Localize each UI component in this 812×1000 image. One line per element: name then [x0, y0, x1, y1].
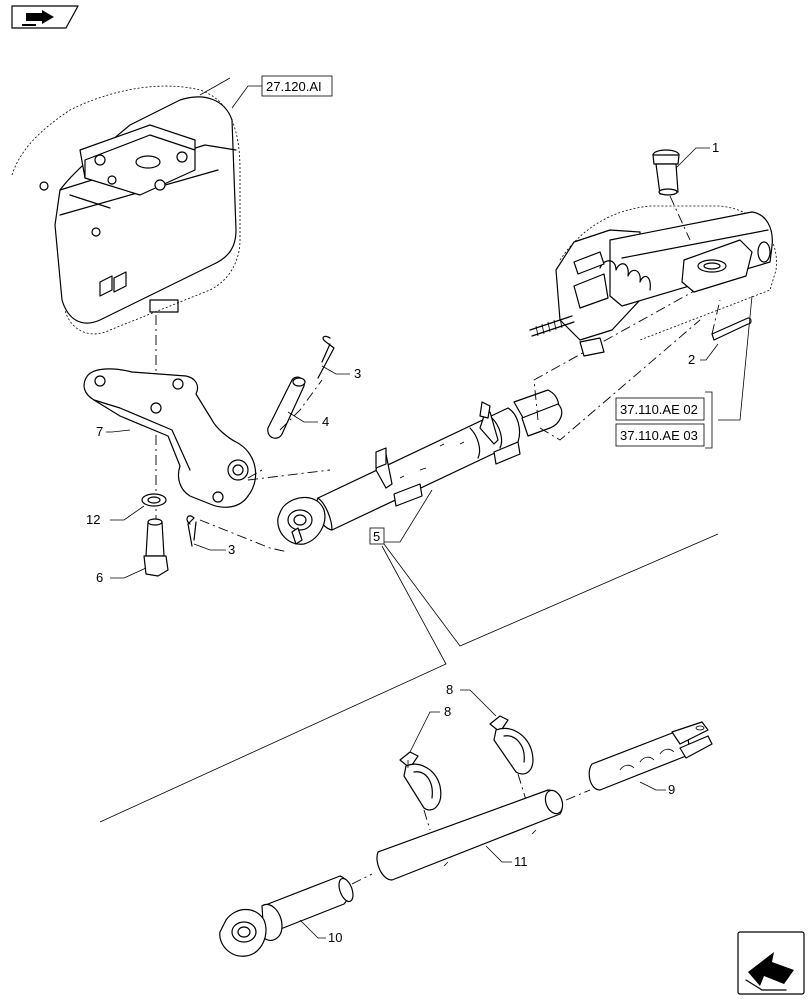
leader-1	[675, 147, 710, 169]
ref-37-110-03-label: 37.110.AE 03	[620, 428, 698, 443]
axis-line-bracket-cylinder	[199, 469, 331, 553]
axis-line-pin-1	[669, 195, 691, 241]
bolt-part-6	[143, 518, 169, 577]
ball-joint-part-10	[219, 875, 354, 957]
ref-bracket	[705, 391, 713, 449]
pin-part-1	[652, 149, 680, 196]
book-arrow-icon[interactable]	[11, 5, 79, 29]
axis-line-clevis	[533, 289, 701, 441]
cotter-pin-3a	[317, 335, 335, 379]
lift-arm-assembly	[529, 205, 777, 357]
leader-4	[287, 411, 318, 423]
leader-37-110	[718, 295, 753, 421]
leader-10	[299, 919, 326, 939]
axis-line-pin-2	[711, 299, 721, 335]
callout-3a[interactable]: 3	[354, 366, 361, 381]
pin-part-4	[267, 376, 306, 439]
leader-3a	[321, 365, 350, 375]
cotter-pin-2	[711, 317, 752, 341]
bracket-part-7	[83, 368, 257, 508]
callout-4[interactable]: 4	[322, 414, 329, 429]
leader-9	[639, 781, 666, 791]
callout-9[interactable]: 9	[668, 782, 675, 797]
callout-7[interactable]: 7	[96, 424, 103, 439]
leader-7	[106, 429, 131, 433]
callout-2[interactable]: 2	[688, 352, 695, 367]
clip-part-8a	[399, 751, 442, 811]
callout-5-box[interactable]: 5	[369, 527, 385, 545]
callout-5: 5	[373, 529, 380, 544]
leader-8b	[460, 689, 497, 717]
callout-12[interactable]: 12	[86, 512, 100, 527]
callout-1[interactable]: 1	[712, 140, 719, 155]
leader-3b	[193, 543, 226, 551]
leader-11	[485, 845, 512, 863]
ref-37-110-02-label: 37.110.AE 02	[620, 402, 698, 417]
tube-part-11	[376, 789, 564, 881]
callout-3b[interactable]: 3	[228, 542, 235, 557]
frame-housing	[11, 77, 241, 335]
leader-8a	[409, 711, 440, 753]
axis-line-rod-end	[351, 873, 373, 885]
explode-line-left	[99, 545, 447, 823]
callout-8a[interactable]: 8	[444, 704, 451, 719]
callout-10[interactable]: 10	[328, 930, 342, 945]
axis-line-tube	[565, 789, 591, 801]
axis-line-pin	[279, 379, 323, 431]
leader-12	[110, 505, 145, 521]
axis-line-clips	[423, 773, 527, 831]
cotter-pin-3b	[186, 515, 197, 547]
next-page-arrow-icon[interactable]	[737, 931, 805, 995]
ref-27-120-label: 27.120.AI	[266, 79, 322, 94]
callout-8b[interactable]: 8	[446, 682, 453, 697]
leader-6	[110, 567, 147, 579]
washer-part-12	[141, 493, 167, 507]
leader-2	[700, 343, 719, 361]
leader-27-120	[231, 85, 262, 109]
callout-6[interactable]: 6	[96, 570, 103, 585]
ref-27-120-box[interactable]: 27.120.AI	[261, 75, 333, 97]
cylinder-assembly	[277, 389, 563, 545]
rod-part-9	[588, 721, 713, 791]
clip-part-8b	[489, 715, 534, 775]
callout-11[interactable]: 11	[514, 854, 528, 869]
ref-37-110-02-box[interactable]: 37.110.AE 02	[615, 397, 705, 421]
explode-line-right	[383, 533, 719, 647]
leader-5	[384, 489, 433, 543]
ref-37-110-03-box[interactable]: 37.110.AE 03	[615, 423, 705, 447]
